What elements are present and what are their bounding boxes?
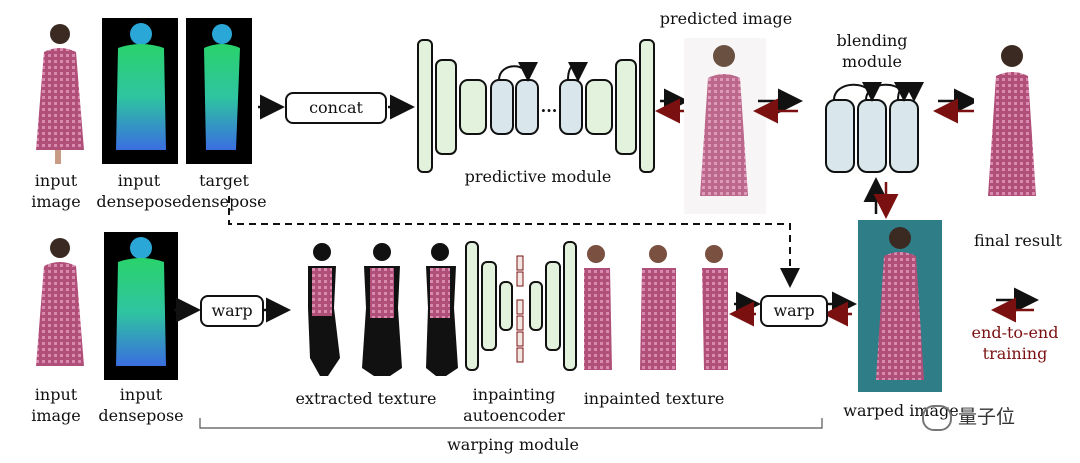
label-input-image-top: input image — [16, 170, 96, 212]
wechat-icon — [922, 405, 952, 431]
label-final-result: final result — [958, 230, 1078, 251]
label-end-to-end-training: end-to-end training — [960, 322, 1070, 364]
predicted-image — [684, 38, 766, 214]
input-image-bottom — [26, 232, 98, 380]
target-densepose — [186, 18, 252, 164]
label-input-densepose-bottom: input densepose — [92, 384, 190, 426]
label-predicted-image: predicted image — [648, 8, 804, 29]
label-blending-module: blending module — [822, 30, 922, 72]
watermark-text: 量子位 — [958, 406, 1015, 428]
inpainted-texture — [584, 245, 728, 370]
label-target-densepose: target densepose — [174, 170, 274, 212]
warp-box-left: warp — [200, 295, 264, 327]
warp-box-right: warp — [760, 295, 828, 327]
blending-module — [826, 85, 918, 172]
warped-image — [858, 220, 942, 392]
predictive-module-dots: ... — [539, 96, 559, 117]
extracted-texture — [308, 243, 458, 376]
watermark: 量子位 — [922, 400, 1062, 434]
concat-box: concat — [285, 92, 387, 124]
label-inpainting-autoencoder: inpainting autoencoder — [458, 384, 570, 426]
input-densepose-bottom — [104, 232, 178, 380]
final-result-image — [974, 40, 1048, 212]
label-warping-module: warping module — [438, 434, 588, 455]
label-extracted-texture: extracted texture — [286, 388, 446, 409]
label-inpainted-texture: inpainted texture — [574, 388, 734, 409]
label-input-image-bottom: input image — [16, 384, 96, 426]
inpainting-autoencoder — [466, 242, 576, 370]
input-densepose-top — [102, 18, 178, 164]
predictive-module — [418, 40, 654, 172]
label-predictive-module: predictive module — [448, 166, 628, 187]
input-image-top — [26, 18, 98, 164]
